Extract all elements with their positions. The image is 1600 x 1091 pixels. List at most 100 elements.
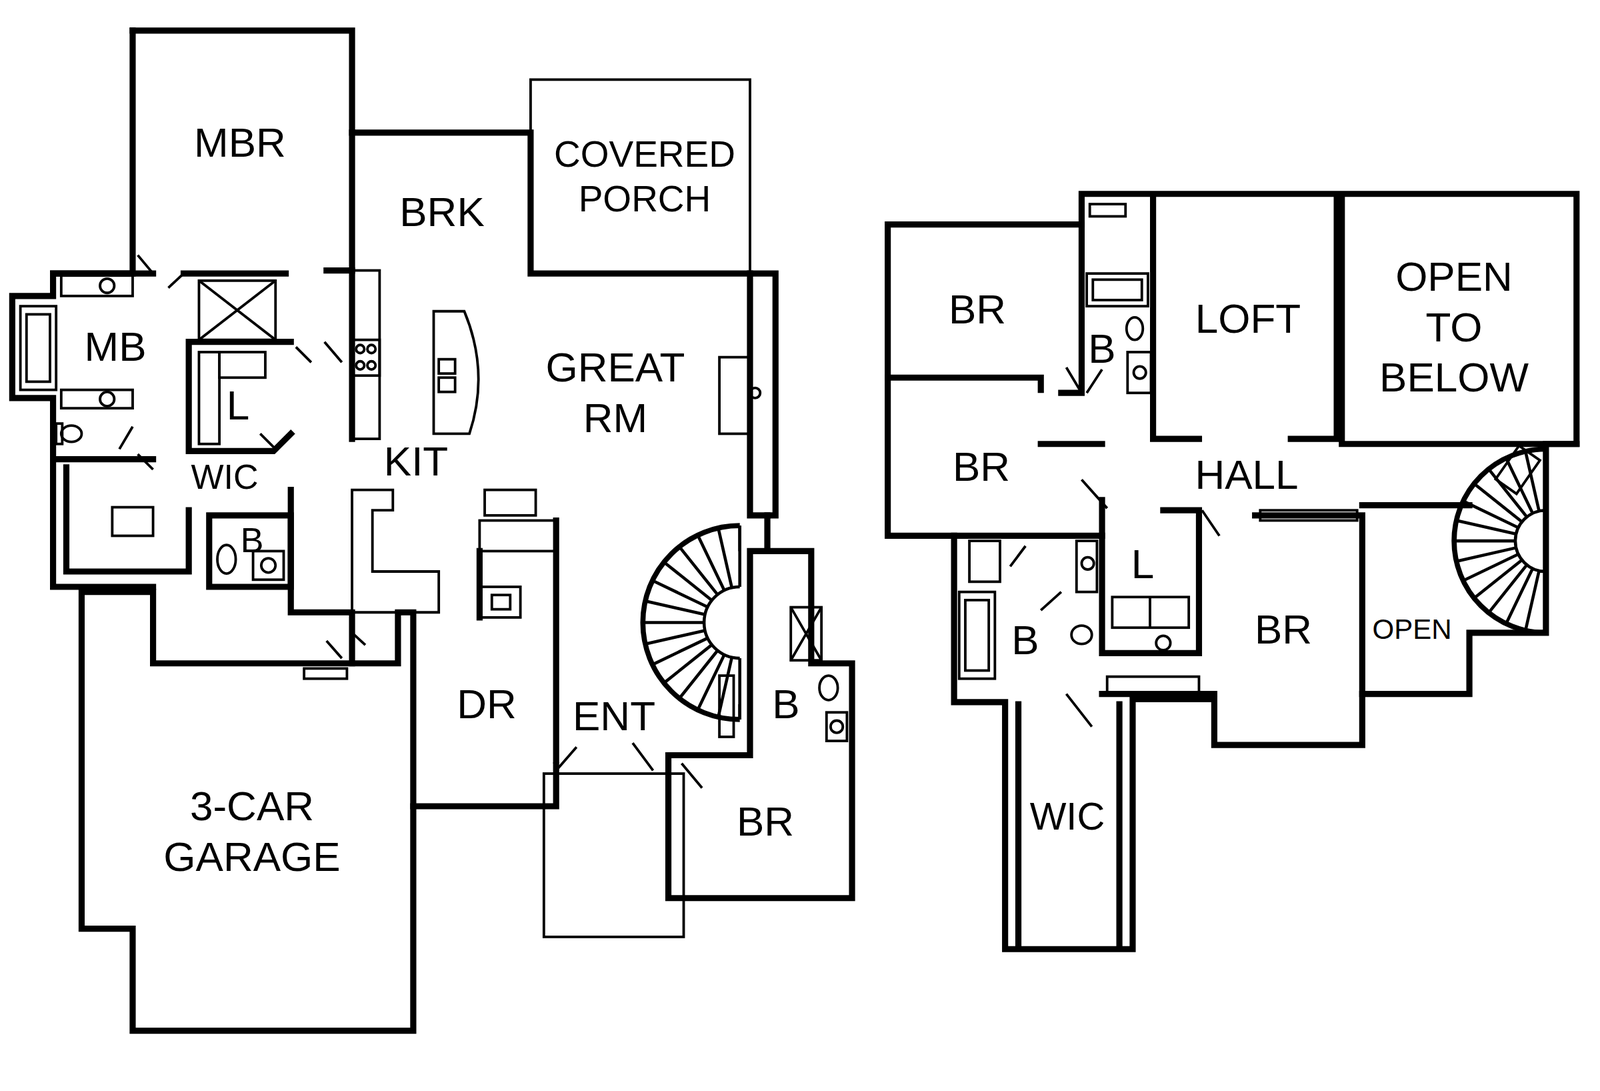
plan-line [367, 361, 376, 370]
plan-line [1081, 557, 1094, 570]
plan-line [819, 675, 838, 700]
plan-line [413, 765, 556, 806]
plan-line [209, 515, 291, 587]
plan-line [888, 194, 1577, 949]
plan-line [81, 592, 413, 1031]
plan-line [198, 280, 276, 340]
plan-line [1126, 317, 1143, 340]
plan-line [888, 377, 1102, 444]
room-label-holder: BR [948, 284, 1006, 335]
plan-line [1018, 704, 1120, 947]
room-label-holder: OPEN [1372, 612, 1452, 646]
room-label: B [240, 519, 264, 562]
plan-line [954, 532, 1102, 539]
room-label: OPEN TO BELOW [1374, 251, 1534, 403]
wall-lines [12, 30, 1576, 1031]
plan-line [959, 592, 996, 679]
plan-line [750, 273, 768, 516]
plan-line [198, 352, 220, 444]
plan-line [188, 342, 291, 452]
plan-line [1127, 352, 1151, 393]
room-label: 3-CAR GARAGE [158, 780, 346, 882]
plan-line [1362, 502, 1470, 508]
plan-line [642, 525, 740, 720]
plan-line [484, 490, 536, 516]
plan-line [1454, 448, 1546, 632]
room-label: KIT [384, 436, 448, 487]
plan-line [738, 525, 742, 720]
plan-line [352, 490, 439, 613]
plan-line [20, 306, 57, 390]
room-label: B [1088, 323, 1116, 374]
plan-line [61, 425, 82, 442]
plan-line [1153, 198, 1338, 439]
plan-line [830, 720, 843, 732]
plan-line [26, 314, 50, 382]
plan-line [1076, 540, 1098, 592]
plan-line [61, 275, 133, 296]
plan-line [1061, 224, 1082, 394]
plan-line [1148, 596, 1152, 628]
plan-line [438, 377, 455, 392]
plan-line [1156, 635, 1170, 650]
room-label-holder: B [240, 519, 264, 562]
plan-line [790, 607, 822, 661]
plan-line [326, 267, 352, 274]
plan-line [217, 544, 236, 574]
room-label: HALL [1194, 449, 1298, 500]
plan-line [544, 773, 684, 937]
plan-line [100, 392, 114, 406]
room-label-holder: WIC [190, 456, 258, 498]
plan-line [1010, 367, 1220, 727]
plan-line [1092, 279, 1142, 300]
plan-line [261, 558, 276, 572]
plan-line [1102, 515, 1362, 694]
plan-line [356, 361, 364, 370]
room-label-holder: MBR [194, 117, 286, 168]
room-label-holder: OPEN TO BELOW [1374, 251, 1534, 403]
room-label-holder: BR [952, 441, 1010, 492]
plan-line [1090, 204, 1126, 216]
plan-line [1342, 198, 1577, 444]
room-label: BRK [399, 186, 484, 238]
plan-line [198, 280, 276, 340]
plan-line [492, 594, 511, 609]
plan-line [965, 600, 989, 671]
plan-line [132, 30, 776, 552]
staircases [642, 448, 1546, 720]
plan-line [219, 352, 266, 378]
room-label: L [1131, 538, 1154, 590]
plan-line [530, 79, 750, 274]
room-label: COVERED PORCH [538, 132, 752, 222]
plan-line [1260, 510, 1357, 520]
fixtures [20, 79, 1540, 937]
plan-line [719, 357, 750, 434]
room-label-holder: HALL [1194, 449, 1298, 500]
plan-line [356, 344, 364, 353]
room-label: WIC [190, 456, 258, 498]
room-label: OPEN [1372, 612, 1452, 646]
room-label: L [226, 380, 250, 431]
plan-line [479, 520, 556, 552]
room-label-holder: ENT [572, 690, 656, 742]
plan-line [826, 712, 848, 741]
plan-line [290, 490, 352, 664]
room-label-holder: WIC [1030, 792, 1106, 840]
plan-line [112, 507, 153, 536]
plan-line [434, 311, 479, 434]
room-label-holder: L [226, 380, 250, 431]
room-label: LOFT [1195, 293, 1301, 344]
plan-line [1454, 448, 1546, 632]
room-label: B [772, 678, 800, 730]
room-label: BR [952, 441, 1010, 492]
room-label: MBR [194, 117, 286, 168]
plan-line [61, 390, 133, 409]
plan-line [479, 586, 520, 618]
room-label-holder: L [1131, 538, 1154, 590]
plan-line [304, 668, 347, 678]
plan-line [12, 30, 153, 587]
room-label: MB [84, 321, 147, 372]
room-label: GREAT RM [528, 342, 702, 443]
plan-line [1107, 676, 1200, 694]
room-label-holder: KIT [384, 436, 448, 487]
